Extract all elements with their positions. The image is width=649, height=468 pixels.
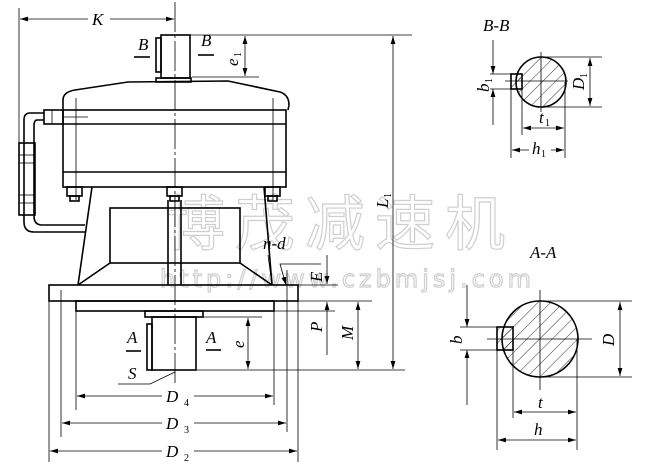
e-flange-label: E	[307, 271, 326, 283]
e1-label: e1	[223, 52, 244, 66]
p-label: P	[307, 322, 326, 333]
watermark-title: 博茂减速机	[165, 190, 515, 260]
section-aa-title: A-A	[529, 243, 557, 262]
nd-label: n-d	[263, 234, 286, 253]
s-label: S	[128, 364, 137, 383]
svg-text:4: 4	[184, 398, 189, 409]
svg-text:1: 1	[233, 52, 244, 57]
svg-text:L: L	[373, 199, 392, 209]
s-leader	[118, 371, 176, 385]
svg-text:b: b	[447, 336, 466, 345]
svg-text:D: D	[569, 77, 588, 91]
bracket	[77, 186, 273, 286]
m-label: M	[338, 325, 357, 341]
watermark-url: http://www.czbmjsj.com	[160, 265, 535, 293]
nd-leader	[279, 263, 321, 286]
section-mark-a-right: A	[205, 328, 217, 347]
svg-text:D: D	[599, 333, 618, 347]
nd-leader	[267, 254, 273, 286]
svg-text:t: t	[539, 108, 545, 127]
svg-text:2: 2	[184, 453, 189, 464]
input-shaft	[155, 34, 192, 83]
svg-text:D: D	[165, 442, 179, 461]
svg-text:1: 1	[383, 193, 394, 198]
svg-text:1: 1	[541, 149, 546, 160]
section-mark-b-right: B	[201, 31, 212, 50]
svg-text:b: b	[474, 84, 493, 93]
e-label: e	[229, 340, 248, 348]
section-bb-title: B-B	[483, 16, 510, 35]
section-mark-b-left: B	[138, 35, 149, 54]
base-flange	[48, 284, 299, 318]
l1-label: L1	[373, 193, 394, 209]
svg-text:D: D	[165, 414, 179, 433]
svg-text:1: 1	[484, 78, 495, 83]
section-aa: A-A D b t h	[447, 243, 632, 450]
section-mark-a-left: A	[126, 328, 138, 347]
svg-text:1: 1	[579, 73, 590, 78]
svg-text:h: h	[532, 139, 541, 158]
svg-text:t: t	[538, 393, 544, 412]
cooler	[18, 109, 85, 233]
output-shaft	[146, 316, 197, 371]
gearbox-body	[62, 98, 287, 200]
svg-text:e: e	[223, 58, 242, 66]
gearbox-cover	[62, 80, 290, 111]
k-label: K	[91, 10, 105, 29]
svg-text:h: h	[534, 420, 543, 439]
svg-text:1: 1	[545, 118, 550, 129]
svg-text:3: 3	[184, 425, 189, 436]
svg-text:D: D	[165, 387, 179, 406]
